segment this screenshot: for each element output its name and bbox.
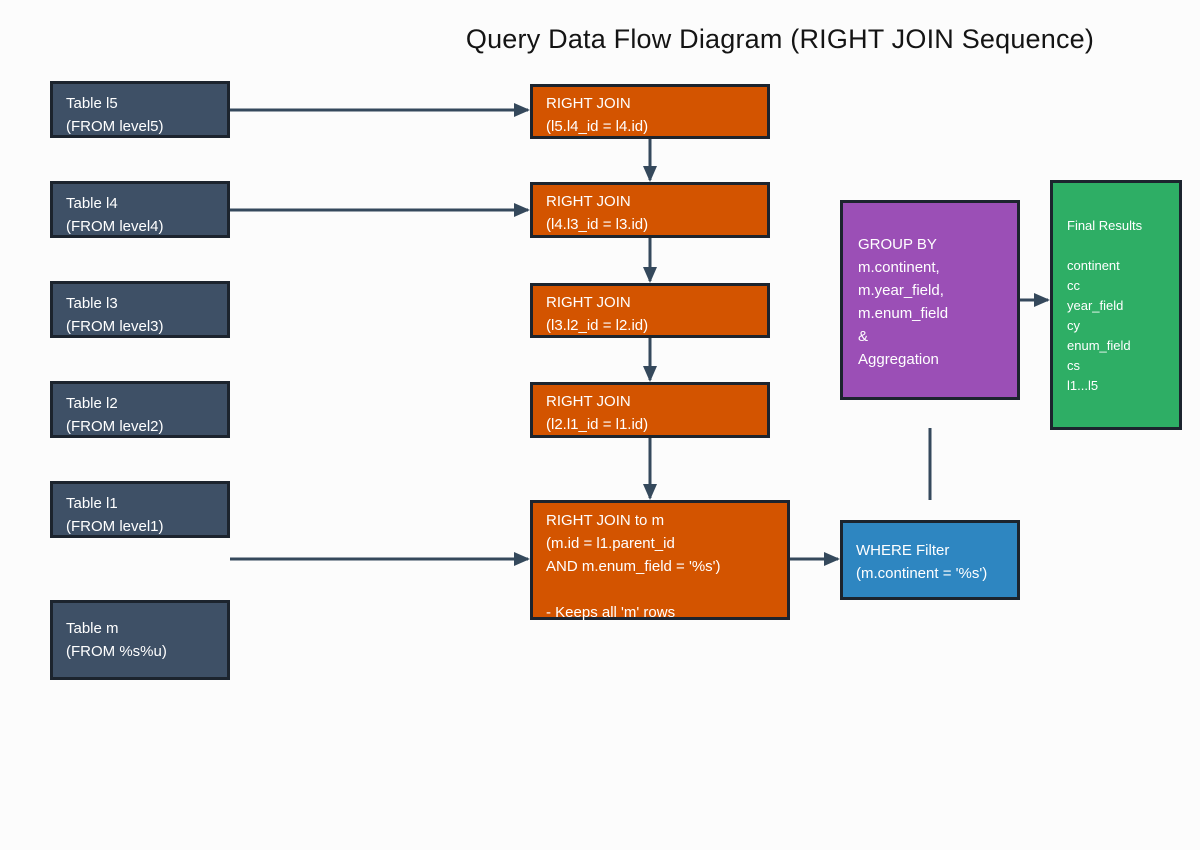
node-table-m: Table m (FROM %s%u) — [50, 600, 230, 680]
node-right-join-l5-l4: RIGHT JOIN (l5.l4_id = l4.id) — [530, 84, 770, 139]
node-right-join-to-m: RIGHT JOIN to m (m.id = l1.parent_id AND… — [530, 500, 790, 621]
node-table-l4: Table l4 (FROM level4) — [50, 181, 230, 238]
node-group-by: GROUP BY m.continent, m.year_field, m.en… — [840, 200, 1020, 400]
node-right-join-l4-l3: RIGHT JOIN (l4.l3_id = l3.id) — [530, 182, 770, 238]
node-table-l3: Table l3 (FROM level3) — [50, 281, 230, 338]
node-where-filter: WHERE Filter (m.continent = '%s') — [840, 520, 1020, 600]
node-right-join-l2-l1: RIGHT JOIN (l2.l1_id = l1.id) — [530, 382, 770, 438]
node-final-results: Final Results continent cc year_field cy… — [1050, 180, 1182, 430]
node-table-l5: Table l5 (FROM level5) — [50, 81, 230, 138]
node-table-l1: Table l1 (FROM level1) — [50, 481, 230, 538]
diagram-title: Query Data Flow Diagram (RIGHT JOIN Sequ… — [465, 24, 1095, 54]
node-right-join-l3-l2: RIGHT JOIN (l3.l2_id = l2.id) — [530, 283, 770, 338]
node-table-l2: Table l2 (FROM level2) — [50, 381, 230, 438]
